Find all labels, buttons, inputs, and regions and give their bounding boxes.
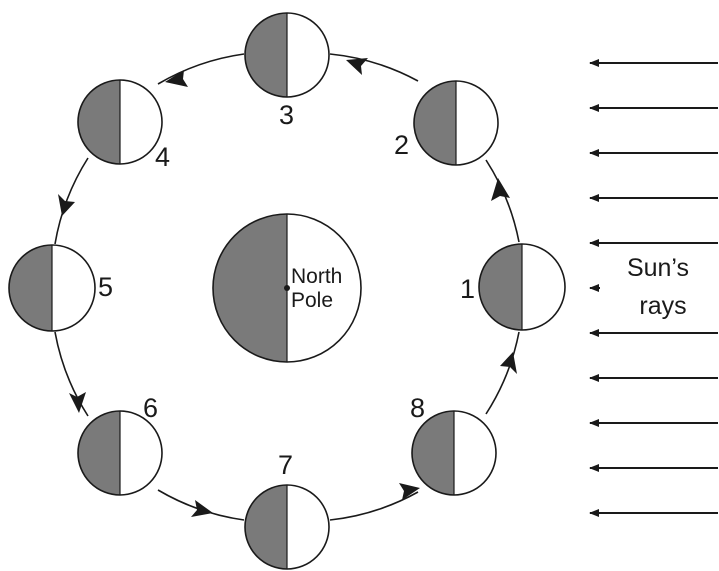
- moon-8-label: 8: [410, 393, 425, 423]
- orbit-arrow-7: [399, 483, 420, 500]
- moon-5-label: 5: [98, 272, 113, 302]
- orbit-arrow-3: [165, 70, 188, 87]
- orbit-arrow-5: [69, 392, 86, 413]
- moon-1-lit-half: [522, 244, 565, 330]
- moon-3-lit-half: [287, 13, 329, 97]
- moon-2-dark-half: [414, 81, 456, 165]
- moon-position-5: 5: [8, 244, 113, 332]
- moon-8-dark-half: [412, 411, 454, 495]
- orbit-arc-5-6: [54, 331, 89, 417]
- orbit-arc-8-1: [485, 331, 520, 415]
- sun-rays-label-line2: rays: [639, 292, 686, 320]
- earth: North Pole: [212, 213, 362, 363]
- north-pole-dot: [284, 285, 290, 291]
- moon-position-4: 4: [77, 79, 170, 172]
- north-pole-label-line1: North: [291, 265, 342, 288]
- moon-position-2: 2: [394, 80, 499, 166]
- moon-4-dark-half: [78, 80, 120, 164]
- moon-7-label: 7: [278, 450, 293, 480]
- moon-2-label: 2: [394, 130, 409, 160]
- orbit-arc-3-4: [157, 53, 245, 85]
- orbit-arc-1-2: [485, 159, 520, 243]
- north-pole-label-line2: Pole: [291, 289, 333, 312]
- earth-lit-half: [287, 214, 361, 362]
- moon-6-dark-half: [78, 411, 120, 495]
- moon-2-lit-half: [456, 81, 498, 165]
- orbit-arc-4-5: [54, 157, 89, 245]
- orbit-arc-2-3: [329, 53, 419, 82]
- moon-7-lit-half: [287, 485, 329, 569]
- moon-4-label: 4: [155, 142, 170, 172]
- moon-6-lit-half: [120, 411, 162, 495]
- orbit-arrows: [58, 58, 517, 517]
- sun-label-backdrop: [600, 250, 718, 325]
- moon-position-1: 1: [460, 243, 566, 331]
- moon-position-8: 8: [410, 393, 497, 496]
- moon-7-dark-half: [245, 485, 287, 569]
- earth-dark-half: [213, 214, 287, 362]
- moon-position-7: 7: [244, 450, 330, 570]
- moon-1-dark-half: [479, 244, 522, 330]
- moon-4-lit-half: [120, 80, 162, 164]
- moon-position-3: 3: [244, 12, 330, 130]
- orbit-arrow-1: [491, 178, 510, 201]
- moon-6-label: 6: [143, 393, 158, 423]
- orbit-arrow-8: [500, 352, 517, 374]
- moon-3-dark-half: [245, 13, 287, 97]
- orbit-arrow-4: [58, 194, 75, 216]
- orbit-arc-7-8: [329, 491, 419, 521]
- sun-rays-label-line1: Sun’s: [627, 254, 689, 282]
- orbit-arrow-2: [346, 58, 368, 75]
- sun-rays: Sun’s rays: [589, 59, 718, 517]
- moon-1-label: 1: [460, 274, 475, 304]
- moon-3-label: 3: [279, 100, 294, 130]
- moon-8-lit-half: [454, 411, 496, 495]
- orbit-arrow-6: [191, 500, 213, 517]
- moon-position-6: 6: [77, 393, 163, 496]
- moon-5-lit-half: [52, 245, 95, 331]
- moon-5-dark-half: [9, 245, 52, 331]
